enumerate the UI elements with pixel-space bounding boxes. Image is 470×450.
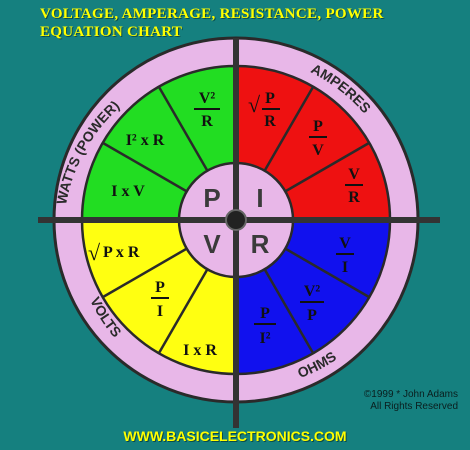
center-knob [225,209,247,231]
formula-amperes-p-over-v: P V [309,118,327,159]
svg-text:R: R [264,113,276,130]
chart-title-line2: EQUATION CHART [40,24,183,40]
svg-text:V: V [348,166,360,183]
formula-volts-i-x-r: I x R [183,342,217,359]
copyright-notice: ©1999 * John Adams All Rights Reserved [364,389,458,413]
formula-amperes-v-over-r: V R [345,166,363,206]
copyright-line2: All Rights Reserved [370,401,458,412]
svg-text:V: V [312,142,324,159]
svg-text:V: V [339,235,351,252]
svg-text:√: √ [88,240,101,265]
svg-text:I: I [342,259,348,276]
formula-ohms-p-over-i2: P I² [254,305,276,347]
svg-text:P: P [260,305,270,322]
svg-text:R: R [201,113,213,130]
formula-volts-sqrt-p-x-r: √ P x R [88,240,140,265]
center-letter-p: P [203,183,220,213]
center-letter-v: V [203,229,221,259]
formula-ohms-v2-over-p: V² P [300,283,324,324]
svg-text:R: R [348,189,360,206]
svg-text:√: √ [248,92,261,117]
svg-text:I²: I² [259,330,270,347]
formula-amperes-sqrt-p-over-r: √ P R [248,90,280,130]
svg-text:V²: V² [199,90,216,107]
svg-text:P: P [265,90,275,107]
formula-volts-p-over-i: P I [151,279,169,320]
svg-text:P: P [155,279,165,296]
svg-text:P: P [313,118,323,135]
sector-dividers [102,86,370,354]
copyright-line1: ©1999 * John Adams [363,389,458,400]
formula-watts-i-x-v: I x V [111,183,145,200]
svg-text:P x R: P x R [103,244,140,261]
center-letter-i: I [256,183,263,213]
svg-text:I: I [157,303,163,320]
formula-watts-v2-over-r: V² R [194,90,220,130]
formula-ohms-v-over-i: V I [336,235,354,276]
chart-title-line1: VOLTAGE, AMPERAGE, RESISTANCE, POWER [40,6,384,22]
svg-text:P: P [307,307,317,324]
formula-watts-i2-x-r: I² x R [126,132,165,149]
svg-text:V²: V² [304,283,321,300]
center-letter-r: R [251,229,270,259]
website-link[interactable]: WWW.BASICELECTRONICS.COM [123,428,347,444]
